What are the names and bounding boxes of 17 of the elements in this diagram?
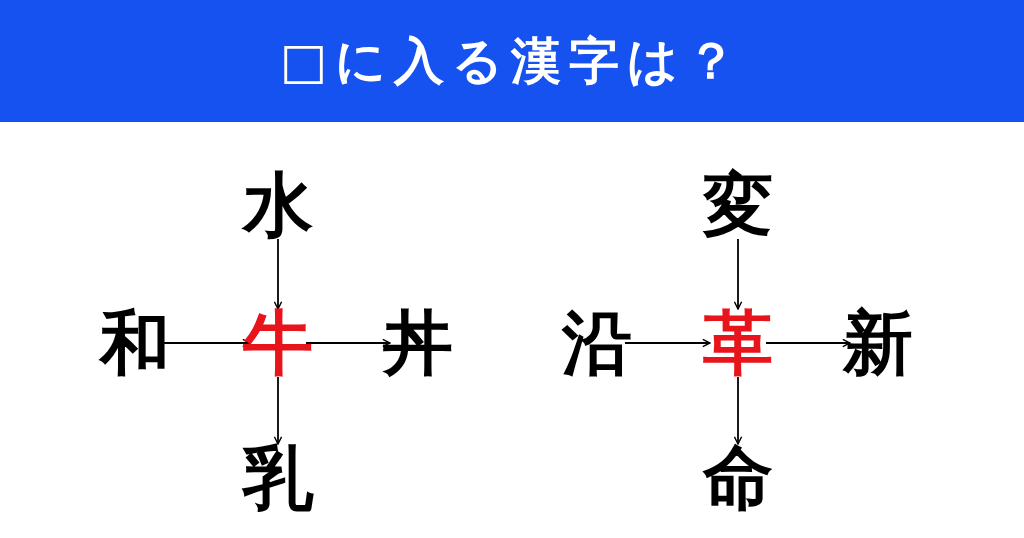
kanji-character: 沿 [559, 303, 635, 383]
arrow [733, 238, 743, 310]
arrow [765, 338, 851, 348]
kanji-character: 変 [700, 165, 776, 245]
title: □に入る漢字は？ [279, 32, 745, 90]
answer-character: 牛 [240, 303, 316, 383]
kanji-character: 和 [97, 303, 173, 383]
kanji-character: 丼 [380, 303, 456, 383]
kanji-character: 命 [700, 438, 776, 518]
arrow [624, 338, 711, 348]
kanji-character: 新 [840, 303, 916, 383]
kanji-character: 乳 [240, 438, 316, 518]
kanji-character: 水 [240, 165, 316, 245]
arrow [273, 238, 283, 310]
answer-character: 革 [700, 303, 776, 383]
arrow [733, 376, 743, 445]
arrow [273, 376, 283, 445]
